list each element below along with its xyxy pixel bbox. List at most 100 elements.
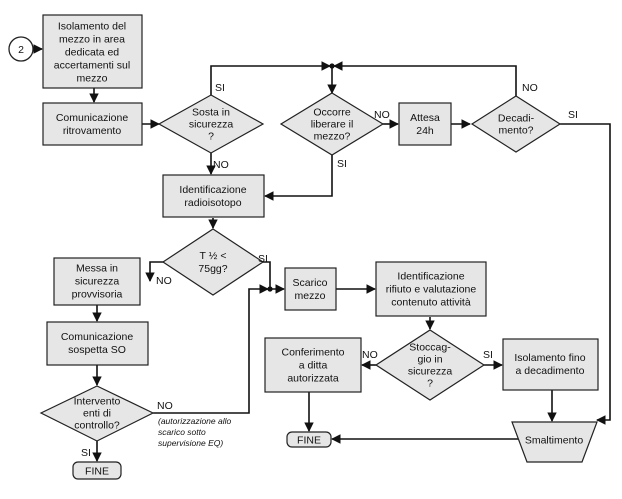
sosta-line: sicurezza bbox=[189, 119, 234, 131]
messa-sicurezza-line: sicurezza bbox=[75, 276, 120, 288]
label-decad-no: NO bbox=[522, 82, 538, 94]
label-stoccaggio-no: NO bbox=[362, 349, 378, 361]
node-decadimento-text: Decadi-mento? bbox=[498, 113, 535, 137]
node-fine-left-text: FINE bbox=[85, 466, 109, 478]
stoccaggio-line: sicurezza bbox=[408, 366, 453, 378]
scarico-line: Scarico bbox=[292, 277, 327, 289]
intervento-line: controllo? bbox=[74, 420, 120, 432]
isolamento-fino-line: a decadimento bbox=[516, 365, 585, 377]
junction-dot-top bbox=[329, 63, 335, 69]
label-decad-si: SI bbox=[568, 109, 578, 121]
note-line-3: supervisione EQ) bbox=[158, 438, 223, 448]
occorre-line: liberare il bbox=[311, 119, 354, 131]
messa-sicurezza-line: provvisoria bbox=[72, 289, 123, 301]
junction-dot-scarico bbox=[267, 286, 273, 292]
isolamento-fino-line: Isolamento fino bbox=[514, 352, 585, 364]
edge-decadimento-si-to-smaltimento bbox=[560, 123, 611, 425]
isolamento-line: Isolamento del bbox=[58, 21, 126, 33]
conferimento-line: a ditta bbox=[299, 360, 328, 372]
edge-decadimento-no-to-top bbox=[333, 61, 517, 96]
identificazione-rifiuto-line: Identificazione bbox=[397, 271, 464, 283]
label-thalf-no: NO bbox=[156, 275, 172, 287]
node-isolamento-box bbox=[42, 14, 143, 89]
node-scarico-box bbox=[284, 267, 337, 311]
label-sosta-si: SI bbox=[215, 82, 225, 94]
edge-sosta-si-to-top bbox=[210, 61, 331, 95]
occorre-line: mezzo? bbox=[314, 131, 351, 143]
node-identificazione-rifiuto-box bbox=[375, 261, 487, 317]
label-stoccaggio-si: SI bbox=[483, 349, 493, 361]
stoccaggio-line: ? bbox=[427, 378, 433, 390]
node-thalf-diamond bbox=[161, 228, 265, 296]
occorre-line: Occorre bbox=[313, 107, 351, 119]
intervento-line: Intervento bbox=[74, 396, 121, 408]
note-line-2: scarico sotto bbox=[158, 427, 206, 437]
t-half-line: 75gg? bbox=[198, 263, 227, 275]
node-isolamento-fino-box bbox=[502, 338, 599, 391]
edges bbox=[33, 44, 611, 462]
sosta-line: Sosta in bbox=[192, 107, 230, 119]
identificazione-rifiuto-line: rifiuto e valutazione bbox=[386, 284, 477, 296]
smaltimento-line: Smaltimento bbox=[525, 435, 584, 447]
label-thalf-si: SI bbox=[258, 253, 268, 265]
node-fine-mid-text: FINE bbox=[297, 435, 321, 447]
node-sosta-diamond bbox=[157, 94, 265, 154]
messa-sicurezza-line: Messa in bbox=[76, 263, 118, 275]
label-occorre-si: SI bbox=[337, 158, 347, 170]
note-line-1: (autorizzazione allo bbox=[158, 416, 232, 426]
comunicazione-so-line: sospetta SO bbox=[68, 344, 126, 356]
start-connector bbox=[8, 36, 34, 62]
node-conferimento-box bbox=[264, 337, 362, 393]
conferimento-line: autorizzata bbox=[287, 373, 339, 385]
node-comunicazione-ritrovamento-box bbox=[42, 102, 143, 146]
identificazione-radio-line: radioisotopo bbox=[184, 197, 241, 209]
label-occorre-no: NO bbox=[374, 109, 390, 121]
node-occorre-diamond bbox=[279, 92, 385, 156]
stoccaggio-line: gio in bbox=[417, 354, 442, 366]
isolamento-line: accertamenti sul bbox=[54, 60, 130, 72]
edge-thalf-no-to-messa bbox=[145, 261, 164, 282]
node-smaltimento-trapezoid bbox=[511, 421, 598, 463]
comunicazione-so-line: Comunicazione bbox=[61, 331, 134, 343]
sosta-line: ? bbox=[208, 131, 214, 143]
intervento-line: enti di bbox=[83, 408, 111, 420]
edge-intervento-no-to-scarico bbox=[153, 284, 269, 414]
decadimento-line: mento? bbox=[498, 125, 533, 137]
attesa-line: 24h bbox=[416, 125, 434, 137]
comunicazione-ritrovamento-line: Comunicazione bbox=[56, 112, 129, 124]
t-half-line: T ½ < bbox=[200, 250, 227, 262]
fine-left-line: FINE bbox=[85, 466, 109, 478]
node-stoccaggio-diamond bbox=[374, 329, 486, 401]
node-smaltimento-text: Smaltimento bbox=[525, 435, 584, 447]
label-sosta-no: NO bbox=[213, 159, 229, 171]
conferimento-line: Conferimento bbox=[281, 347, 344, 359]
attesa-line: Attesa bbox=[410, 112, 440, 124]
identificazione-radio-line: Identificazione bbox=[179, 184, 246, 196]
node-attesa-box bbox=[398, 102, 452, 146]
label-intervento-no: NO bbox=[157, 400, 173, 412]
fine-mid-line: FINE bbox=[297, 435, 321, 447]
identificazione-rifiuto-line: contenuto attività bbox=[391, 297, 471, 309]
isolamento-line: mezzo in area bbox=[59, 34, 125, 46]
isolamento-line: mezzo bbox=[77, 73, 108, 85]
node-fine-left-terminal bbox=[72, 461, 122, 480]
edge-occorre-si-to-identificazione bbox=[264, 155, 333, 201]
node-fine-mid-terminal bbox=[286, 431, 332, 448]
node-comunicazione-so-box bbox=[46, 321, 149, 366]
node-decadimento-diamond bbox=[470, 95, 562, 153]
label-intervento-si: SI bbox=[81, 447, 91, 459]
